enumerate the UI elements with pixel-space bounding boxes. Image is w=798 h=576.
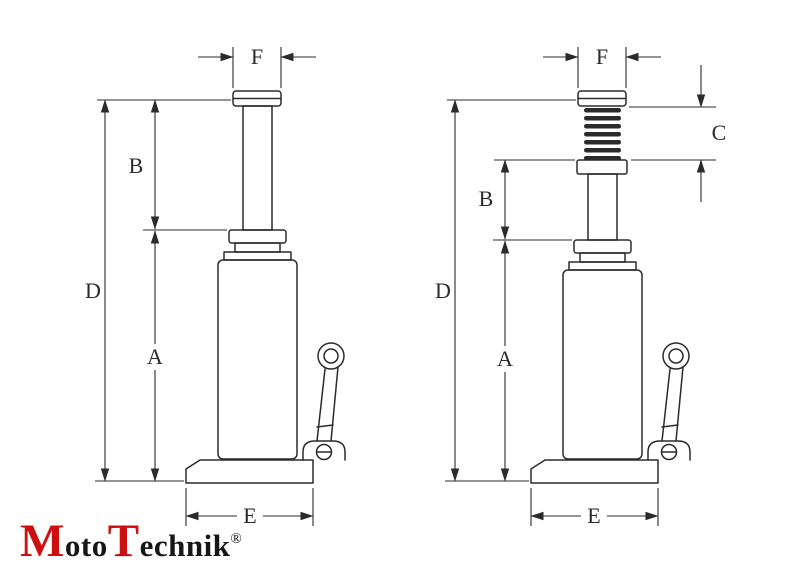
cylinder-body — [562, 269, 643, 460]
pump-lever-arm-left-edge — [661, 368, 671, 442]
handle-socket-ring-inner — [668, 348, 684, 364]
pivot-bracket — [647, 440, 691, 461]
dim-label-f-right: F — [596, 44, 608, 69]
handle-socket-ring-outer — [317, 342, 345, 370]
dim-label-f-left: F — [251, 44, 263, 69]
dim-label-b-left: B — [129, 153, 144, 178]
piston-rod — [587, 173, 618, 241]
label-mask — [581, 503, 607, 529]
base-plate — [530, 459, 659, 484]
handle-socket-ring-inner — [323, 348, 339, 364]
logo-initial-m: M — [20, 515, 65, 567]
pump-lever-arm-right-edge — [675, 366, 684, 442]
thread-coil — [584, 124, 621, 129]
cylinder-body — [217, 259, 298, 460]
dim-label-e-right: E — [587, 503, 600, 528]
registered-trademark-icon: ® — [230, 531, 243, 547]
handle-socket-ring-outer — [662, 342, 690, 370]
left-jack-figure: F B D A E — [85, 44, 346, 529]
collar-ring-bottom — [568, 261, 637, 271]
thread-coil — [584, 108, 621, 113]
right-jack-figure: F C B D A E — [435, 44, 726, 529]
extension-screw-threads — [584, 108, 621, 161]
logo-text-echnik: echnik — [139, 528, 231, 563]
pump-lever-joint-line — [316, 424, 334, 428]
collar-ring-top — [573, 239, 632, 254]
dim-label-e-left: E — [243, 503, 256, 528]
right-jack-drawing — [530, 90, 691, 484]
collar-ring-top — [228, 229, 287, 244]
pump-assembly — [302, 342, 346, 461]
dim-label-a-right: A — [497, 346, 513, 371]
label-mask — [143, 344, 167, 370]
dim-label-d-left: D — [85, 278, 101, 303]
pivot-bracket — [302, 440, 346, 461]
thread-coil — [584, 140, 621, 145]
dim-label-b-right: B — [479, 186, 494, 211]
piston-rod — [242, 105, 273, 231]
dim-label-d-right: D — [435, 278, 451, 303]
pump-lever-arm-right-edge — [330, 366, 339, 442]
screw-flange — [576, 159, 628, 175]
dim-label-a-left: A — [147, 344, 163, 369]
base-plate — [185, 459, 314, 484]
collar-ring-mid — [234, 242, 281, 253]
label-mask — [493, 346, 517, 372]
pump-assembly — [647, 342, 691, 461]
logo-initial-t: T — [107, 515, 140, 567]
left-jack-drawing — [185, 90, 346, 484]
cylinder-collar — [223, 229, 292, 261]
label-mask — [237, 503, 263, 529]
collar-ring-mid — [579, 252, 626, 263]
pump-lever-arm-left-edge — [316, 368, 326, 442]
pump-lever-joint-line — [661, 424, 679, 428]
collar-ring-bottom — [223, 251, 292, 261]
dim-label-c-right: C — [712, 120, 727, 145]
thread-coil — [584, 148, 621, 153]
cylinder-collar — [568, 239, 637, 271]
logo-text-oto: oto — [64, 528, 108, 563]
right-jack-dimensions — [445, 47, 716, 529]
left-jack-dimensions — [95, 47, 316, 529]
thread-coil — [584, 116, 621, 121]
mototechnik-logo: MotoTechnik® — [20, 514, 242, 568]
thread-coil — [584, 132, 621, 137]
